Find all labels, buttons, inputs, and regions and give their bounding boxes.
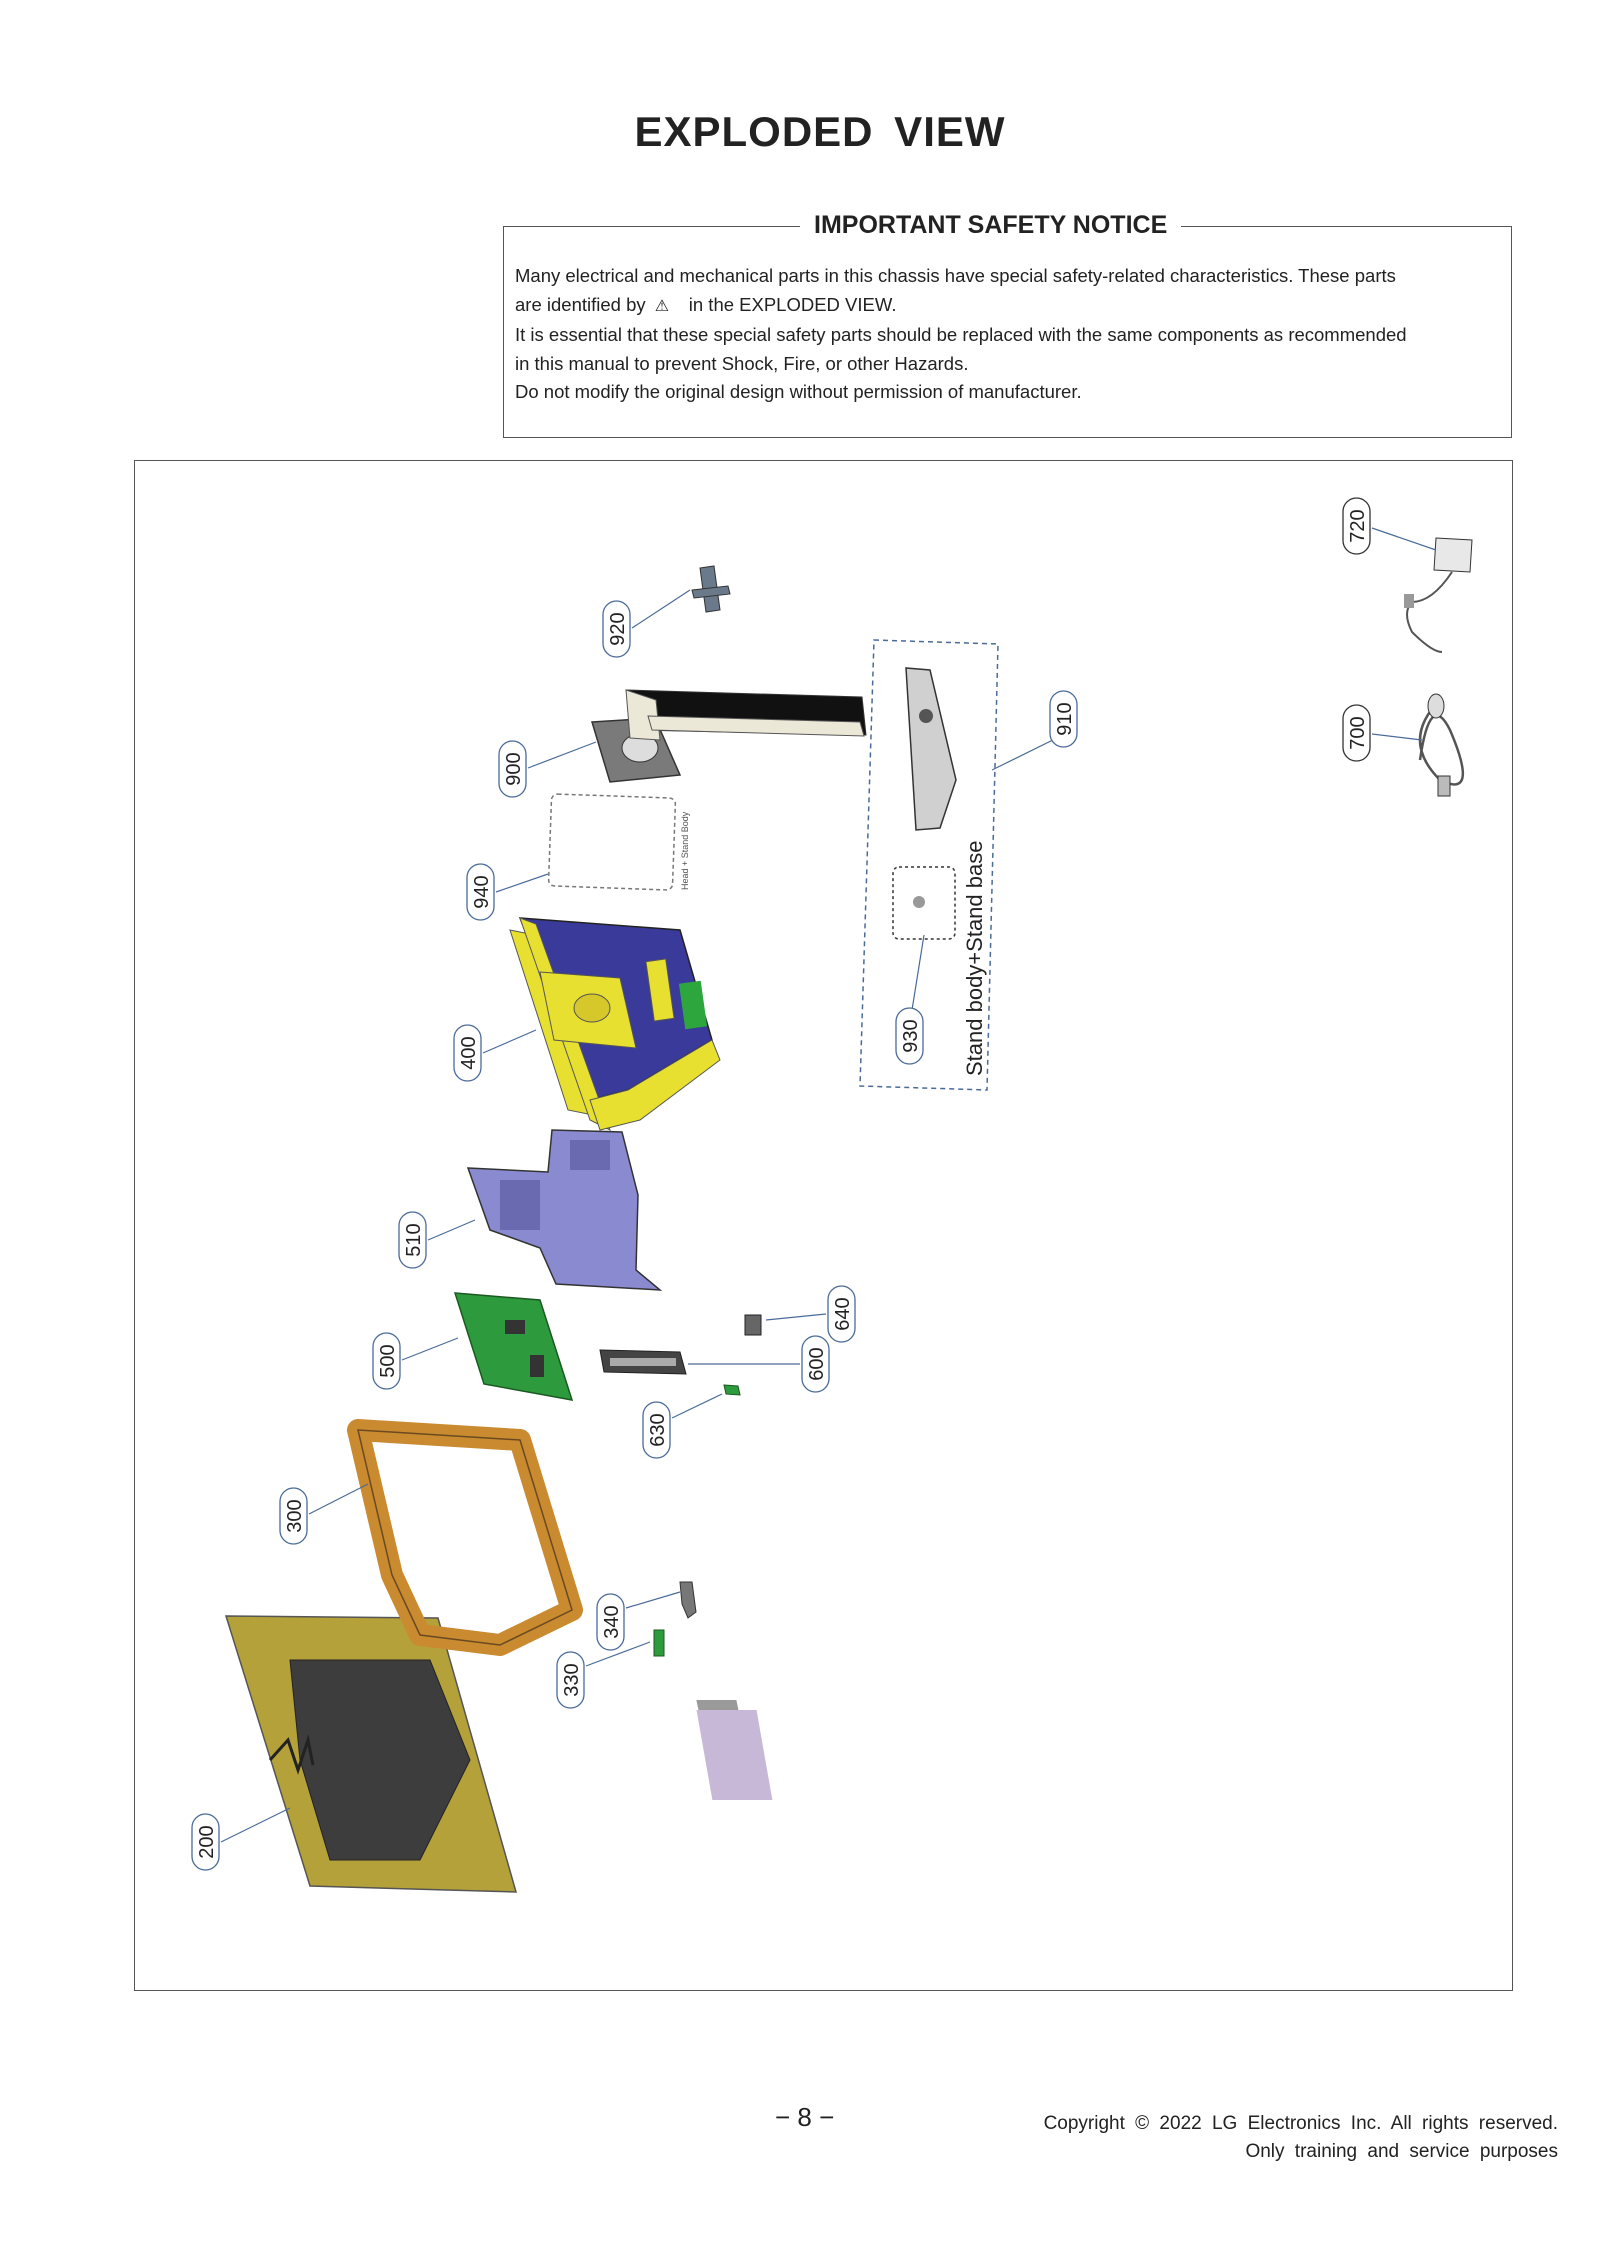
svg-text:930: 930 (900, 1019, 922, 1052)
svg-text:940: 940 (471, 875, 493, 908)
callout-630: 630 (642, 1401, 671, 1459)
notice-line-1: Many electrical and mechanical parts in … (515, 265, 1396, 286)
part-600-connector (599, 1349, 687, 1375)
callout-920: 920 (602, 600, 631, 658)
head-stand-body-label: Head + Stand Body (680, 811, 690, 890)
callout-940: 940 (466, 863, 495, 921)
callout-510: 510 (398, 1211, 427, 1269)
part-340-bracket (679, 1581, 697, 1619)
svg-text:200: 200 (196, 1825, 218, 1858)
exploded-view-frame (134, 460, 1513, 1991)
svg-text:340: 340 (601, 1605, 623, 1638)
notice-line-2-end: in the EXPLODED VIEW. (688, 293, 897, 315)
callout-640: 640 (827, 1285, 856, 1343)
part-720-adapter (1404, 537, 1473, 653)
callout-600: 600 (801, 1335, 830, 1393)
svg-text:600: 600 (806, 1347, 828, 1380)
part-500-main-board (453, 1292, 574, 1401)
svg-text:900: 900 (503, 752, 525, 785)
callout-910: 910 (1049, 690, 1078, 748)
svg-text:640: 640 (832, 1297, 854, 1330)
part-400-main-frame (509, 917, 721, 1132)
callout-400: 400 (453, 1024, 482, 1082)
page-number: − 8 − (775, 2102, 835, 2132)
callout-bubbles: 920 900 940 910 400 930 510 640 (191, 497, 1371, 1871)
safety-notice-title: IMPORTANT SAFETY NOTICE (800, 211, 1182, 240)
notice-line-2: are identified by ⚠ in the EXPLODED VIEW. (515, 291, 1500, 322)
copyright-line-2: Only training and service purposes (1245, 2141, 1558, 2162)
notice-line-4: in this manual to prevent Shock, Fire, o… (515, 352, 969, 374)
warning-triangle-icon: ⚠ (654, 297, 670, 315)
stand-body-base-label: Stand body+Stand base (962, 841, 987, 1076)
stand-group: Stand body+Stand base (859, 639, 999, 1091)
svg-text:510: 510 (403, 1223, 425, 1256)
svg-text:300: 300 (284, 1499, 306, 1532)
part-900-hinge (591, 689, 867, 783)
part-510-shield (466, 1129, 663, 1291)
callout-720: 720 (1342, 497, 1371, 555)
part-700-power-cord (1418, 693, 1465, 797)
callout-500: 500 (372, 1332, 401, 1390)
part-300-guide-frame (347, 1419, 583, 1656)
notice-line-2-start: are identified by (515, 293, 646, 315)
callout-330: 330 (556, 1651, 585, 1709)
callout-leaders (220, 527, 1437, 1843)
svg-text:700: 700 (1347, 716, 1369, 749)
copyright-line-1: Copyright © 2022 LG Electronics Inc. All… (1043, 2113, 1558, 2134)
part-330-small-board (653, 1629, 665, 1657)
copyright-footer: Copyright © 2022 LG Electronics Inc. All… (1044, 2110, 1558, 2166)
part-640-small-bracket (744, 1314, 762, 1336)
svg-text:720: 720 (1347, 509, 1369, 542)
svg-text:910: 910 (1054, 702, 1076, 735)
part-920-screw (691, 565, 731, 613)
callout-900: 900 (498, 740, 527, 798)
svg-text:330: 330 (561, 1663, 583, 1696)
part-200-back-cover (224, 1615, 773, 1893)
safety-notice-text: Many electrical and mechanical parts in … (515, 262, 1500, 407)
callout-300: 300 (279, 1487, 308, 1545)
callout-700: 700 (1342, 704, 1371, 762)
notice-line-5: Do not modify the original design withou… (515, 381, 1082, 402)
svg-text:920: 920 (607, 612, 629, 645)
svg-text:630: 630 (647, 1413, 669, 1446)
svg-text:400: 400 (458, 1036, 480, 1069)
callout-930: 930 (895, 1007, 924, 1065)
part-630-small-pcb (723, 1384, 741, 1396)
page-title: EXPLODED VIEW (634, 108, 1006, 155)
part-940-label-sheet: Head + Stand Body (547, 793, 690, 891)
svg-text:500: 500 (377, 1344, 399, 1377)
notice-line-3: It is essential that these special safet… (515, 324, 1407, 345)
callout-340: 340 (596, 1593, 625, 1651)
callout-200: 200 (191, 1813, 220, 1871)
